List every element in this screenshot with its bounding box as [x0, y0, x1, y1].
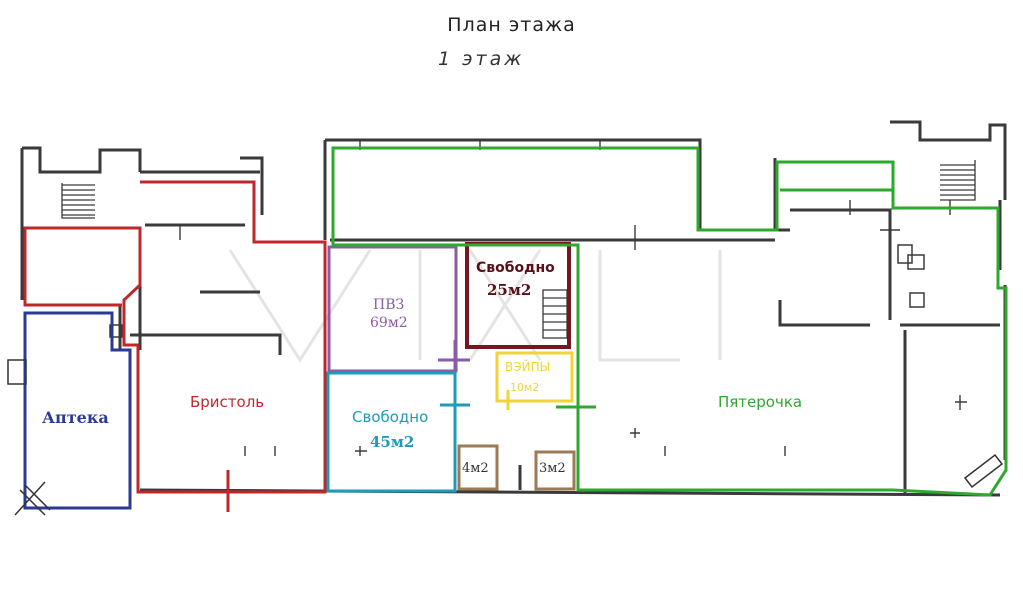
- small3-area: 3м2: [539, 461, 566, 476]
- vapes-label: ВЭЙПЫ: [505, 360, 551, 374]
- stairs-center: [542, 289, 568, 339]
- wc-fixtures: [109, 244, 925, 338]
- pvz-outline: [327, 245, 458, 373]
- plan-subtitle: 1 этаж: [438, 48, 525, 70]
- pyaterochka-entrance-tick: [556, 396, 596, 418]
- watermark: [228, 249, 722, 363]
- entrance-marker-left: [7, 359, 51, 516]
- pvz-area: 69м2: [370, 315, 408, 331]
- small3-outline: [534, 450, 576, 491]
- pvz-tick: [438, 340, 470, 375]
- small4-area: 4м2: [462, 461, 489, 476]
- stairs-right: [940, 160, 976, 201]
- stairs-left: [61, 183, 95, 219]
- apteka-outline: [23, 311, 132, 510]
- walls: [20, 120, 1007, 497]
- free45-label: Свободно: [352, 408, 429, 426]
- free25-area: 25м2: [487, 281, 532, 299]
- vapes-outline: [495, 351, 574, 403]
- pyaterochka-label: Пятерочка: [718, 393, 803, 411]
- free45-outline: [326, 371, 457, 493]
- bristol-outline: [23, 180, 327, 494]
- apteka-label: Аптека: [42, 408, 109, 427]
- pvz-label: ПВЗ: [373, 297, 405, 313]
- bristol-label: Бристоль: [190, 393, 265, 411]
- free25-label: Свободно: [476, 260, 555, 276]
- free45-area: 45м2: [370, 433, 415, 451]
- column-ticks: [179, 140, 967, 456]
- plan-title: План этажа: [447, 14, 576, 36]
- small4-outline: [457, 444, 499, 491]
- entrance-marker-right: [963, 453, 1004, 489]
- vapes-area: 10м2: [510, 381, 540, 394]
